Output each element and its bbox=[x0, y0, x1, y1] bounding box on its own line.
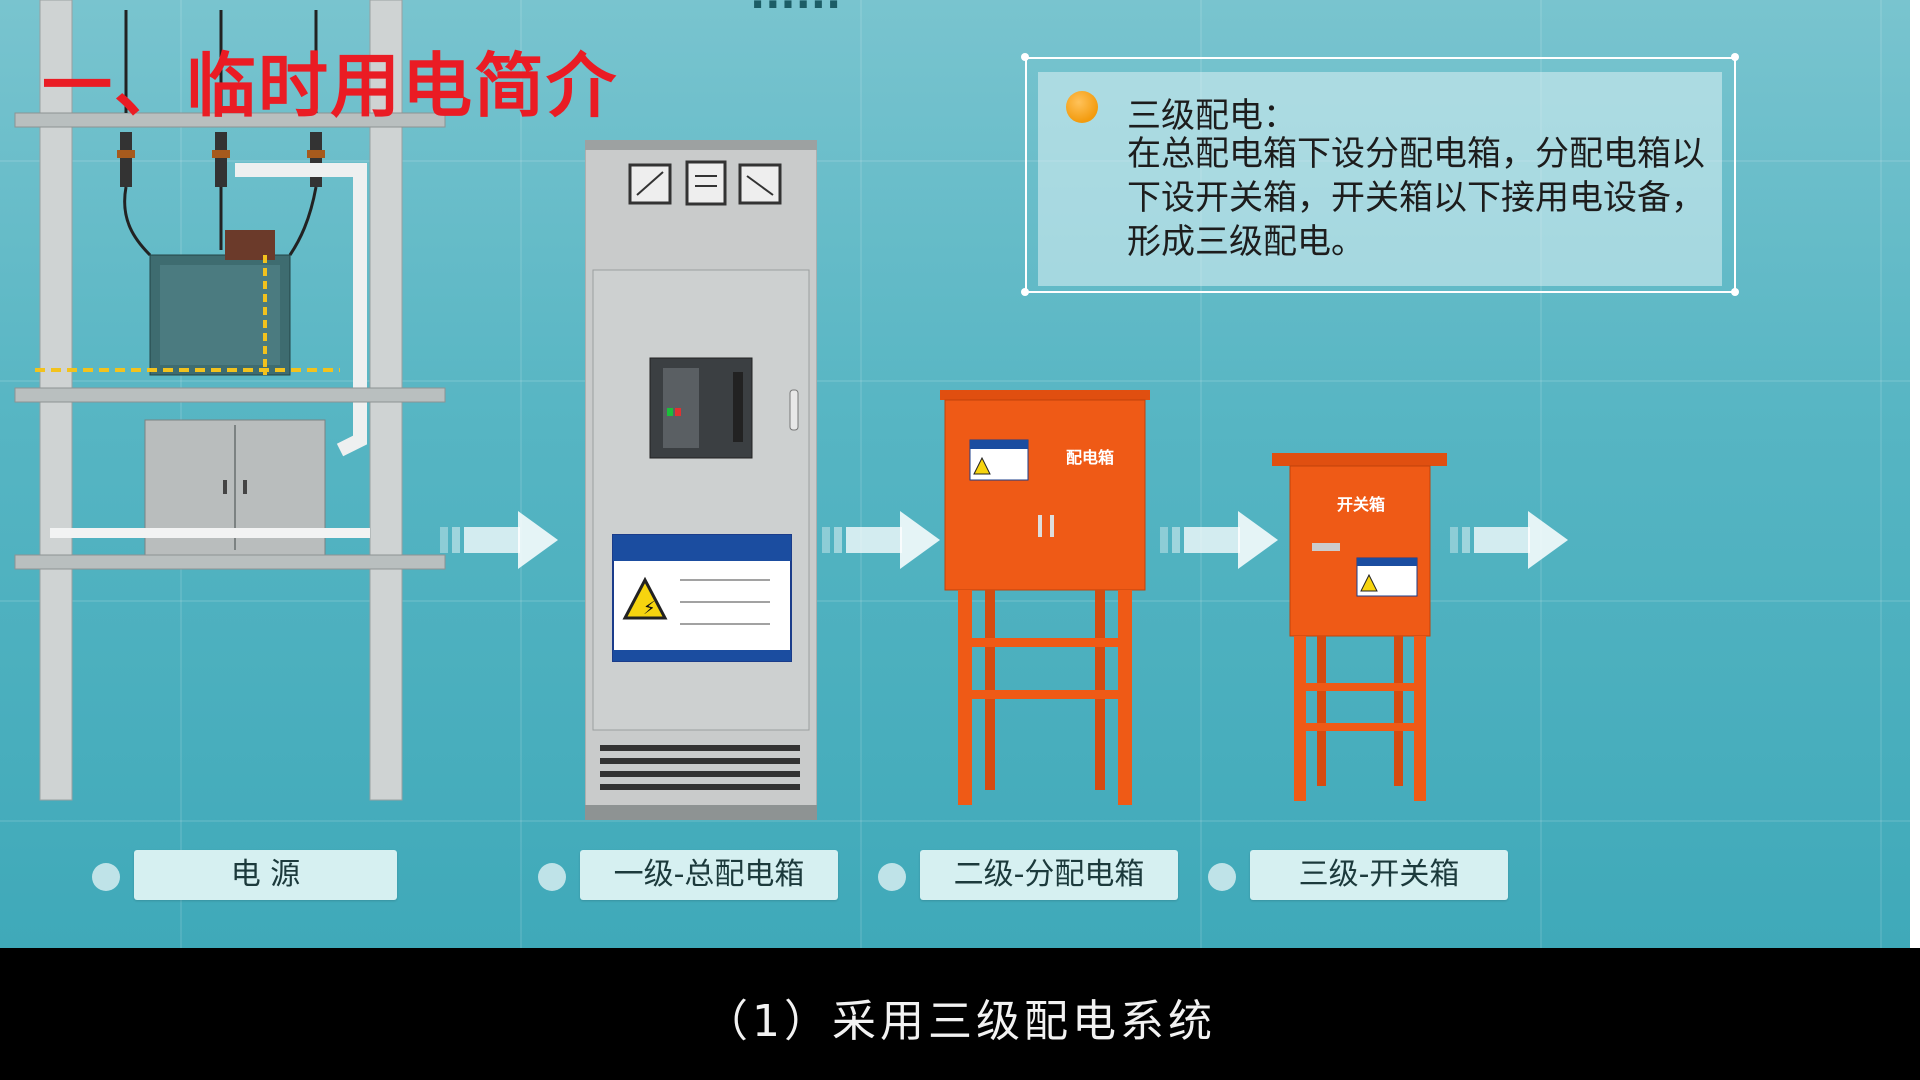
cropped-heading-text: ...... bbox=[750, 0, 841, 18]
bg-grid-line bbox=[1540, 0, 1542, 948]
svg-text:⚡: ⚡ bbox=[643, 598, 656, 619]
switch-box-label: 开关箱 bbox=[1337, 495, 1386, 514]
label-level1-main-box[interactable]: 一级-总配电箱 bbox=[580, 850, 838, 900]
info-panel bbox=[1038, 72, 1722, 286]
frame-corner-dot bbox=[1021, 288, 1029, 296]
bg-grid-line bbox=[1880, 0, 1882, 948]
main-distribution-cabinet: ⚡ bbox=[584, 139, 818, 821]
info-frame-bottom bbox=[1025, 291, 1736, 293]
info-frame-left bbox=[1025, 57, 1027, 293]
subtitle-bar bbox=[0, 948, 1920, 1080]
label-level3-switch-box[interactable]: 三级-开关箱 bbox=[1250, 850, 1508, 900]
switch-box: 开关箱 bbox=[1272, 453, 1447, 808]
flow-arrow-icon bbox=[440, 511, 558, 569]
distribution-box-illustration bbox=[940, 390, 1150, 805]
flow-arrow-icon bbox=[1160, 511, 1278, 569]
bg-grid-line bbox=[860, 0, 862, 948]
label-dot-icon bbox=[92, 863, 120, 891]
info-frame-top bbox=[1025, 57, 1736, 59]
bg-grid-line bbox=[0, 160, 1910, 162]
distribution-box: 配电箱 bbox=[940, 390, 1150, 815]
bg-grid-line bbox=[1200, 0, 1202, 948]
info-frame-right bbox=[1734, 57, 1736, 293]
right-edge-strip bbox=[1910, 0, 1920, 948]
switch-box-illustration bbox=[1272, 453, 1447, 801]
label-dot-icon bbox=[878, 863, 906, 891]
label-power-source[interactable]: 电 源 bbox=[134, 850, 397, 900]
info-body-text: 在总配电箱下设分配电箱，分配电箱以下设开关箱，开关箱以下接用电设备，形成三级配电… bbox=[1127, 134, 1705, 262]
slide-stage: ...... bbox=[0, 0, 1910, 948]
orange-bullet-icon bbox=[1066, 91, 1098, 123]
label-level2-distribution-box[interactable]: 二级-分配电箱 bbox=[920, 850, 1178, 900]
power-source-transformer-illustration bbox=[14, 0, 446, 801]
flow-arrow-icon bbox=[1450, 511, 1568, 569]
label-dot-icon bbox=[538, 863, 566, 891]
frame-corner-dot bbox=[1731, 53, 1739, 61]
subtitle-caption: （1）采用三级配电系统 bbox=[704, 996, 1216, 1047]
distribution-box-label: 配电箱 bbox=[1066, 448, 1115, 467]
bg-grid-line bbox=[0, 380, 1910, 382]
label-dot-icon bbox=[1208, 863, 1236, 891]
info-heading: 三级配电： bbox=[1127, 96, 1297, 136]
frame-corner-dot bbox=[1731, 288, 1739, 296]
main-cabinet-illustration: ⚡ bbox=[584, 139, 818, 821]
frame-corner-dot bbox=[1021, 53, 1029, 61]
flow-arrow-icon bbox=[822, 511, 940, 569]
bg-grid-line bbox=[0, 820, 1910, 822]
bg-grid-line bbox=[0, 600, 1910, 602]
bg-grid-line bbox=[520, 0, 522, 948]
slide-title: 一、临时用电简介 bbox=[42, 45, 618, 127]
